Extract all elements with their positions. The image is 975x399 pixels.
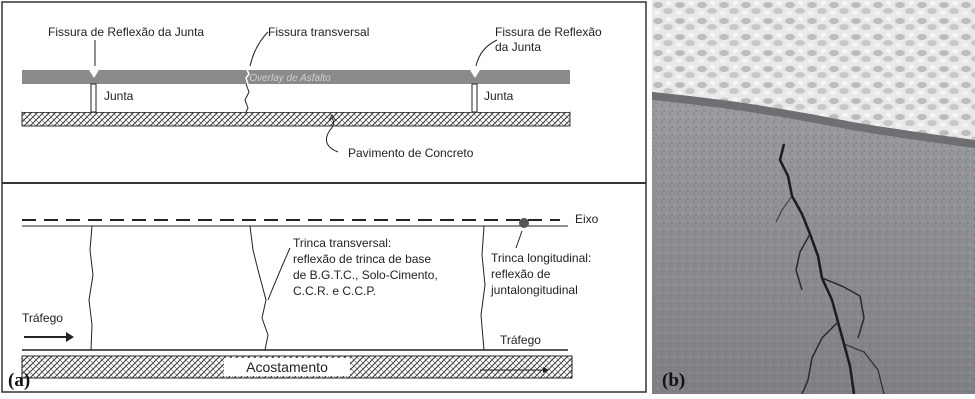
axis-marker xyxy=(519,218,529,228)
overlay-label: Overlay de Asfalto xyxy=(249,73,331,84)
joint-left xyxy=(90,83,97,113)
diagram-panel-a: Overlay de Asfalto Junta Junta Fissura d… xyxy=(1,1,647,393)
panel-frame xyxy=(1,1,647,393)
longitudinal-label-3: juntalongitudinal xyxy=(490,283,578,297)
panel-b-letter: (b) xyxy=(662,370,685,391)
branch-crack-1 xyxy=(795,233,811,291)
branch-crack-2 xyxy=(821,277,865,339)
transverse-label-3: de B.G.T.C., Solo-Cimento, xyxy=(293,268,438,282)
leader-transverse xyxy=(249,31,269,67)
joint-right xyxy=(471,83,478,113)
leader-concrete xyxy=(325,117,339,153)
crack-joint-right-label-1: Fissura de Reflexão xyxy=(495,25,602,39)
transverse-crack-1 xyxy=(88,225,94,351)
traffic-left-label: Tráfego xyxy=(22,311,63,325)
crack-joint-left-label: Fissura de Reflexão da Junta xyxy=(48,25,204,39)
snow-bank xyxy=(652,0,975,140)
branch-crack-4 xyxy=(843,343,885,395)
transverse-crack-3 xyxy=(480,225,486,351)
transverse-crack-2 xyxy=(249,225,269,351)
asphalt-overlay xyxy=(22,70,570,84)
joint-right-label: Junta xyxy=(484,89,514,103)
traffic-right-label: Tráfego xyxy=(500,333,541,347)
longitudinal-label-2: reflexão de xyxy=(491,267,551,281)
pavement-edge xyxy=(652,92,975,148)
transverse-label-2: reflexão de trinca de base xyxy=(293,252,431,266)
panel-a-letter: (a) xyxy=(8,370,30,391)
concrete-crack xyxy=(244,83,250,113)
transverse-crack-overlay xyxy=(245,69,250,85)
transverse-label-4: C.C.R. e C.C.P. xyxy=(293,284,376,298)
concrete-slab xyxy=(21,111,571,127)
joint-left-label: Junta xyxy=(104,89,134,103)
branch-crack-3 xyxy=(801,321,839,395)
shoulder-label-bg xyxy=(224,358,350,376)
concrete-label: Pavimento de Concreto xyxy=(348,146,474,160)
shoulder-label: Acostamento xyxy=(246,359,328,375)
leader-transverse-plan xyxy=(267,247,291,301)
transverse-label-1: Trinca transversal: xyxy=(293,236,391,250)
photo-panel-b: (b) xyxy=(652,0,975,395)
reflection-crack-right xyxy=(470,70,480,78)
crack-joint-right-label-2: da Junta xyxy=(495,40,541,54)
crack-transverse-label: Fissura transversal xyxy=(268,25,369,39)
reflection-crack-left xyxy=(89,70,99,78)
axis-label: Eixo xyxy=(575,212,599,226)
longitudinal-label-1: Trinca longitudinal: xyxy=(491,251,591,265)
leader-joint-right xyxy=(475,39,498,67)
concrete-layer xyxy=(22,84,570,112)
